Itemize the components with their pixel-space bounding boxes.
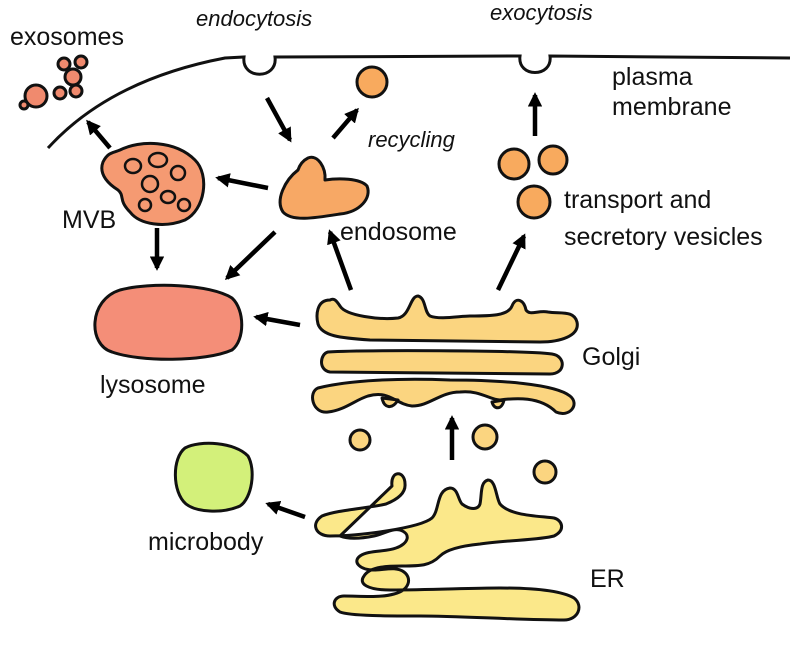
lysosome (93, 283, 244, 361)
microbody (173, 441, 254, 513)
label-exocytosis: exocytosis (490, 0, 593, 25)
label-er: ER (590, 565, 625, 593)
arrow-endosome-to-lysosome (224, 230, 277, 280)
label-exosomes: exosomes (10, 23, 124, 51)
golgi-apparatus (311, 294, 579, 415)
label-membrane: membrane (612, 93, 732, 121)
transport-vesicles (497, 144, 569, 220)
endosome (278, 155, 370, 220)
arrow-er-to-microbody (265, 501, 306, 520)
arrow-golgi-to-lysosome (253, 311, 301, 328)
golgi-vesicles (348, 423, 558, 485)
pathway-arrows (86, 92, 543, 520)
arrow-mvb-to-exosomes (86, 119, 112, 150)
arrow-endosome-to-mvb (215, 173, 269, 191)
exosomes (18, 54, 89, 111)
label-plasma: plasma (612, 63, 693, 91)
recycling-vesicle (355, 65, 389, 99)
label-microbody: microbody (148, 528, 264, 556)
label-recycling: recycling (368, 127, 456, 152)
label-endosome: endosome (340, 218, 457, 246)
endoplasmic-reticulum (314, 472, 581, 622)
label-mvb: MVB (62, 206, 116, 234)
arrow-golgi-to-vesicles (495, 233, 527, 291)
label-secretory-vesicles: secretory vesicles (564, 223, 763, 251)
label-golgi: Golgi (582, 343, 640, 371)
label-endocytosis: endocytosis (196, 6, 312, 31)
label-transport: transport and (564, 186, 711, 214)
plasma-membrane (46, 54, 791, 150)
arrow-endosome-to-recycling (331, 107, 359, 140)
arrow-endocytosis-to-endosome (265, 96, 292, 143)
mvb (100, 141, 206, 226)
arrow-golgi-to-endosome (327, 229, 354, 291)
label-lysosome: lysosome (100, 371, 206, 399)
